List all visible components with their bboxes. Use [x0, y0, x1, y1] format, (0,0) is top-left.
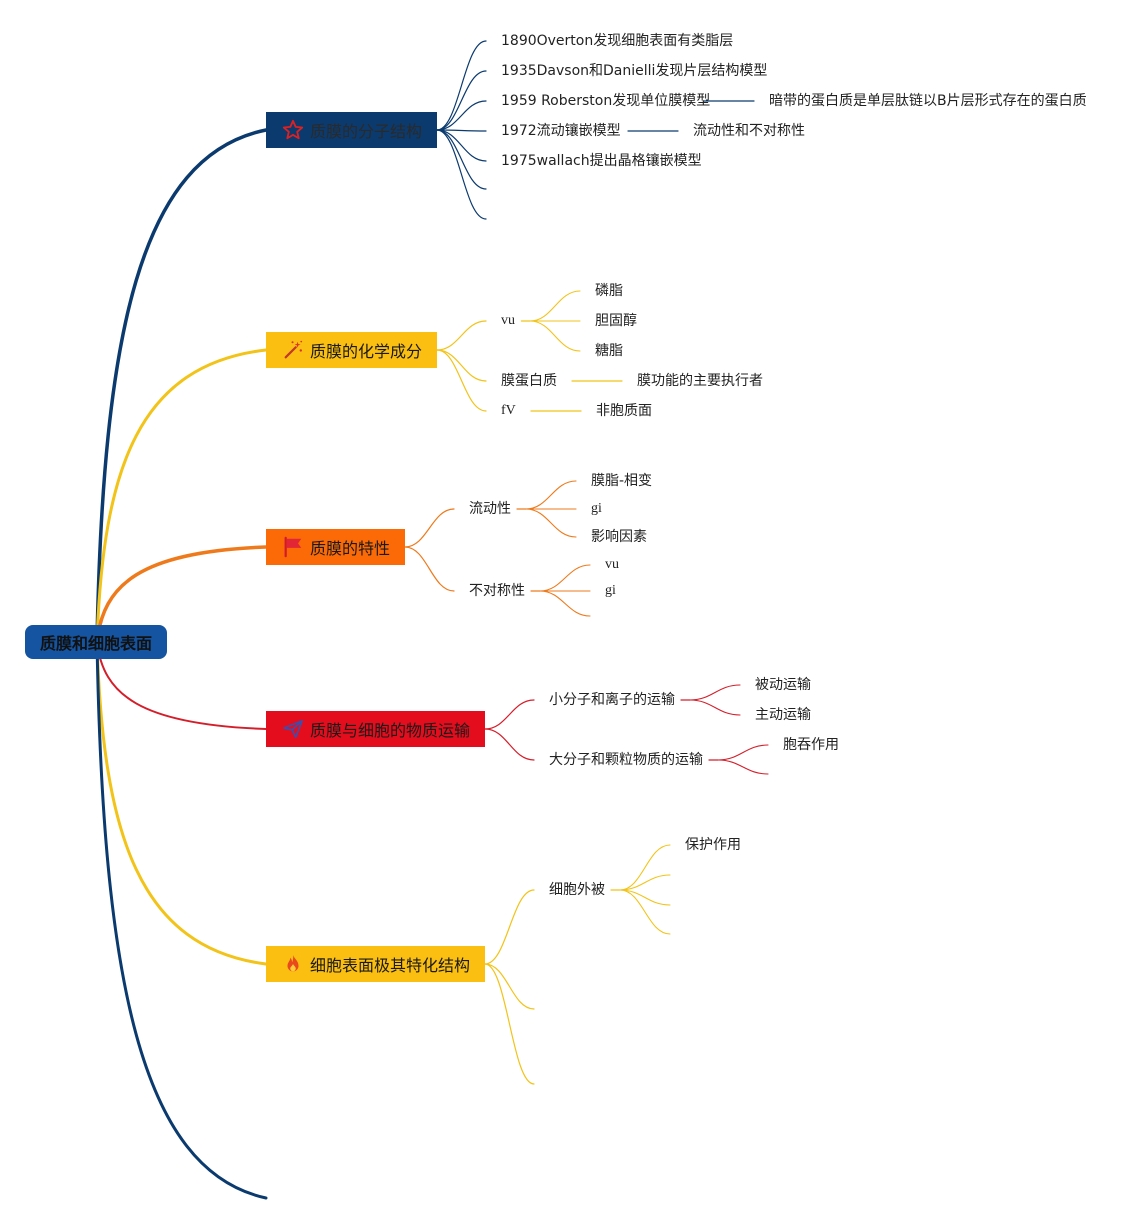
subtopic-b3c2b[interactable]: gi: [605, 583, 616, 598]
child-link-b2c1: [436, 320, 487, 351]
root-topic-label: 质膜和细胞表面: [39, 634, 152, 653]
subtopic-b2c3[interactable]: fV: [501, 403, 516, 418]
subtopic-b1c5[interactable]: 1975wallach提出晶格镶嵌模型: [501, 153, 702, 169]
subtopic-b2c1a[interactable]: 磷脂: [595, 283, 623, 299]
branch-link-b1: [95, 128, 268, 644]
child-link-b5c2: [484, 963, 535, 1010]
grandchild-link-b3c2a: [539, 564, 591, 592]
magic-wand-icon: [282, 339, 304, 361]
grandchild-link-b5c1d: [619, 889, 671, 935]
branch-topic-label: 质膜的特性: [310, 539, 391, 558]
subtopic-b3c2a[interactable]: vu: [605, 557, 619, 572]
grandchild-link-b3c2c: [539, 590, 591, 617]
child-link-b1c3: [436, 100, 487, 131]
grandchild-link-b3c1a: [525, 480, 577, 510]
branch-link-b2: [95, 348, 268, 644]
subtopic-b5c1a[interactable]: 保护作用: [685, 837, 741, 853]
note-b2c2[interactable]: 膜功能的主要执行者: [637, 373, 763, 389]
subtopic-b2c2[interactable]: 膜蛋白质: [501, 373, 557, 389]
branch-link-b3: [95, 545, 268, 644]
note-b2c3[interactable]: 非胞质面: [596, 403, 652, 419]
child-link-b3c2: [404, 546, 455, 592]
grandchild-link-b4c1a: [689, 684, 741, 701]
grandchild-link-b2c1c: [529, 320, 581, 352]
grandchild-link-b3c1c: [525, 508, 577, 538]
note-b1c3[interactable]: 暗带的蛋白质是单层肽链以B片层形式存在的蛋白质: [769, 93, 1087, 109]
subtopic-b1c2[interactable]: 1935Davson和Danielli发现片层结构模型: [501, 63, 768, 79]
grandchild-link-b5c1a: [619, 844, 671, 891]
branch-link-b4: [96, 641, 267, 730]
subtopic-b2c1[interactable]: vu: [501, 313, 515, 328]
subtopic-b1c4[interactable]: 1972流动镶嵌模型: [501, 123, 621, 139]
child-link-b4c2: [484, 728, 535, 761]
child-link-b1c6: [436, 129, 487, 190]
flag-icon: [282, 536, 304, 558]
subtopic-b5c1[interactable]: 细胞外被: [549, 882, 605, 898]
paper-plane-icon: [282, 718, 304, 740]
subtopic-b1c1[interactable]: 1890Overton发现细胞表面有类脂层: [501, 33, 734, 49]
branch-topic-b2[interactable]: 质膜的化学成分: [266, 332, 437, 368]
subtopic-b4c2a[interactable]: 胞吞作用: [783, 737, 839, 753]
subtopic-b4c2[interactable]: 大分子和颗粒物质的运输: [549, 752, 703, 768]
subtopic-b3c1a[interactable]: 膜脂-相变: [591, 473, 653, 489]
branch-topic-b4[interactable]: 质膜与细胞的物质运输: [266, 711, 485, 747]
subtopic-b3c1b[interactable]: gi: [591, 501, 602, 516]
subtopic-b4c1a[interactable]: 被动运输: [755, 677, 811, 693]
grandchild-link-b4c2b: [717, 759, 769, 775]
grandchild-link-b5c1b: [619, 874, 671, 891]
branch-link-b5: [95, 640, 268, 966]
child-link-b1c7: [436, 129, 487, 220]
child-link-b4c1: [484, 699, 535, 730]
child-link-b1c2: [436, 70, 487, 131]
grandchild-link-b4c1b: [689, 699, 741, 716]
branch-topic-label: 质膜的化学成分: [310, 342, 423, 361]
branch-topic-label: 细胞表面极其特化结构: [310, 956, 471, 975]
subtopic-b3c1[interactable]: 流动性: [469, 501, 511, 517]
subtopic-b3c1c[interactable]: 影响因素: [591, 529, 647, 545]
child-link-b1c1: [436, 40, 487, 131]
branch-topic-label: 质膜的分子结构: [310, 122, 423, 141]
child-link-b3c1: [404, 508, 455, 548]
grandchild-link-b2c1a: [529, 290, 581, 322]
branch-topic-b3[interactable]: 质膜的特性: [266, 529, 405, 565]
subtopic-b2c1b[interactable]: 胆固醇: [595, 313, 637, 329]
note-b1c4[interactable]: 流动性和不对称性: [693, 123, 805, 139]
grandchild-link-b4c2a: [717, 744, 769, 761]
subtopic-b1c3[interactable]: 1959 Roberston发现单位膜模型: [501, 93, 711, 109]
branch-topic-b1[interactable]: 质膜的分子结构: [266, 112, 437, 148]
child-link-b2c3: [436, 349, 487, 412]
subtopic-b2c1c[interactable]: 糖脂: [595, 343, 623, 359]
subtopic-b4c1b[interactable]: 主动运输: [755, 707, 811, 723]
child-link-b5c1: [484, 889, 535, 965]
subtopic-b3c2[interactable]: 不对称性: [469, 583, 525, 599]
branch-topic-label: 质膜与细胞的物质运输: [310, 721, 471, 740]
subtopic-b4c1[interactable]: 小分子和离子的运输: [549, 692, 675, 708]
branch-topic-b5[interactable]: 细胞表面极其特化结构: [266, 946, 485, 982]
root-topic[interactable]: 质膜和细胞表面: [25, 625, 167, 659]
branch-link-b6: [95, 640, 268, 1200]
fire-icon: [282, 953, 304, 975]
star-icon: [282, 119, 304, 141]
child-link-b5c3: [484, 963, 535, 1085]
child-link-b2c2: [436, 349, 487, 382]
child-link-b1c5: [436, 129, 487, 162]
